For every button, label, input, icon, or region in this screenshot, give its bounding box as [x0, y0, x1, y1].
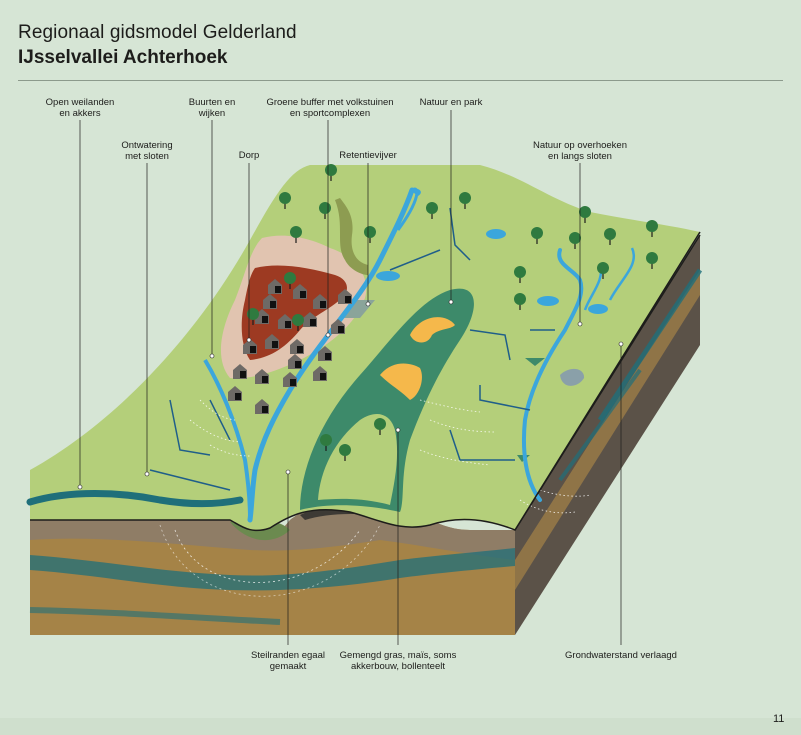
tree	[247, 308, 259, 325]
leader-dots	[77, 299, 624, 490]
page-number: 11	[773, 713, 785, 725]
tree	[339, 444, 351, 461]
tree	[279, 192, 291, 209]
tree	[284, 272, 296, 289]
house	[318, 346, 332, 361]
tree	[569, 232, 581, 249]
title-divider	[18, 80, 783, 81]
house	[313, 294, 327, 309]
tree	[597, 262, 609, 279]
tree	[531, 227, 543, 244]
landscape-surface	[26, 165, 701, 532]
house	[283, 372, 297, 387]
tree	[320, 434, 332, 451]
page-subtitle: IJsselvallei Achterhoek	[18, 47, 228, 68]
house	[233, 364, 247, 379]
tree	[292, 314, 304, 331]
label-grondwaterstand: Grondwaterstand verlaagd	[565, 650, 677, 661]
trees	[247, 164, 658, 461]
tree	[426, 202, 438, 219]
village-houses	[228, 279, 352, 414]
house	[303, 312, 317, 327]
house	[331, 319, 345, 334]
tree	[374, 418, 386, 435]
house	[268, 279, 282, 294]
tree	[514, 266, 526, 283]
house	[278, 314, 292, 329]
tree	[646, 252, 658, 269]
label-retentievijver: Retentievijver	[339, 150, 397, 161]
house	[293, 284, 307, 299]
tree	[459, 192, 471, 209]
tree	[290, 226, 302, 243]
house	[228, 386, 242, 401]
label-dorp: Dorp	[238, 150, 260, 161]
house	[290, 339, 304, 354]
house	[243, 339, 257, 354]
tree	[604, 228, 616, 245]
house	[265, 334, 279, 349]
tree	[364, 226, 376, 243]
house	[255, 369, 269, 384]
house	[255, 399, 269, 414]
house	[313, 366, 327, 381]
tree	[646, 220, 658, 237]
tree	[579, 206, 591, 223]
soil-side-face	[514, 234, 703, 635]
page-bottom-band	[0, 718, 801, 735]
house	[338, 289, 352, 304]
label-natuur-park: Natuur en park	[419, 97, 483, 108]
house	[263, 294, 277, 309]
leader-lines	[79, 110, 622, 645]
house	[288, 354, 302, 369]
page-title: Regionaal gidsmodel Gelderland	[18, 22, 297, 43]
tree	[514, 293, 526, 310]
